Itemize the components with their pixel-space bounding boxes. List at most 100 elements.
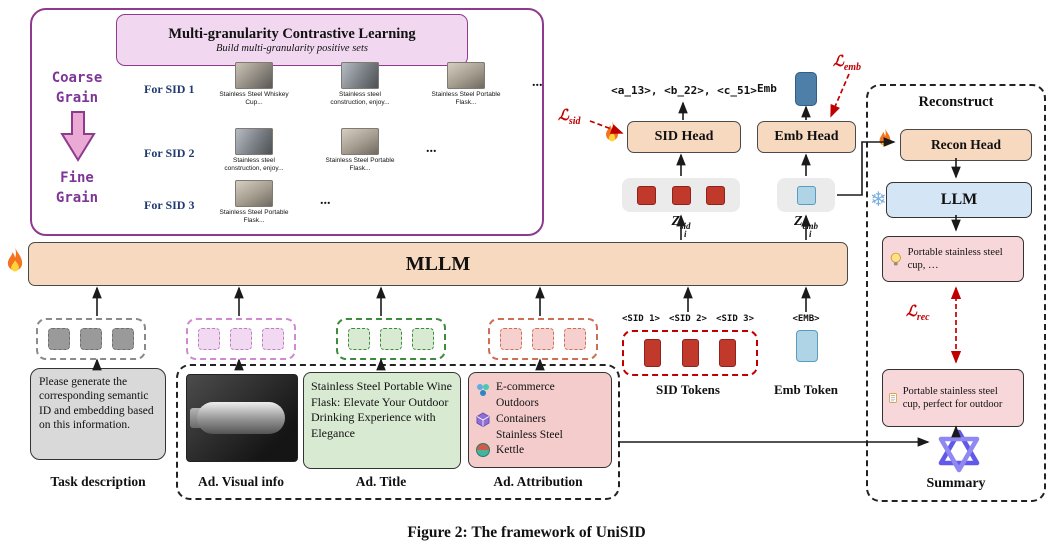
sample-caption: Stainless Steel Whiskey Cup... <box>219 91 289 106</box>
sid-head-box: SID Head <box>627 121 741 153</box>
product-thumbnail <box>447 62 485 89</box>
sample-card: Stainless Steel Portable Flask... <box>214 180 294 225</box>
emb-head-box: Emb Head <box>757 121 856 153</box>
flame-icon <box>606 120 618 142</box>
sample-card: Stainless Steel Portable Flask... <box>320 128 400 173</box>
positive-set-row-3: Stainless Steel Portable Flask... ... <box>214 180 544 225</box>
generated-text: Portable stainless steel cup, … <box>907 246 1003 271</box>
task-token <box>48 328 70 350</box>
z-emb-token <box>796 185 816 205</box>
title-token-group <box>336 318 446 360</box>
emb-output-label: Emb <box>757 82 777 95</box>
positive-set-row-2: Stainless steel construction, enjoy... S… <box>214 128 544 173</box>
ad-title-box: Stainless Steel Portable Wine Flask: Ele… <box>303 372 461 469</box>
category-cluster-icon <box>477 384 489 396</box>
mgcl-title: Multi-granularity Contrastive Learning <box>168 26 416 42</box>
attribution-item: Kettle <box>496 444 525 457</box>
recon-head-box: Recon Head <box>900 129 1032 161</box>
loss-rec-label: ℒrec <box>906 302 930 323</box>
title-token <box>412 328 434 350</box>
attribution-token-group <box>488 318 598 360</box>
sid2-token-label: <SID 2> <box>669 314 707 324</box>
visual-token-group <box>186 318 296 360</box>
reconstruct-title: Reconstruct <box>918 94 994 110</box>
z-sid-base: Z <box>671 214 681 229</box>
mgcl-header: Multi-granularity Contrastive Learning B… <box>116 14 468 66</box>
positive-set-row-1: Stainless Steel Whiskey Cup... Stainless… <box>214 62 544 107</box>
visual-token <box>262 328 284 350</box>
emb-token <box>796 330 818 362</box>
row-ellipsis: ... <box>426 141 437 156</box>
product-thumbnail <box>341 128 379 155</box>
sid-token <box>644 339 662 367</box>
figure-caption: Figure 2: The framework of UniSID <box>407 524 646 541</box>
sample-caption: Stainless Steel Portable Flask... <box>325 157 395 172</box>
row-ellipsis: ... <box>320 193 331 208</box>
loss-rec-sub: rec <box>916 312 930 323</box>
z-emb-sub: i <box>809 229 812 240</box>
title-token <box>348 328 370 350</box>
llm-label: LLM <box>940 191 978 208</box>
cube-icon <box>476 411 490 427</box>
row-label-sid1: For SID 1 <box>144 82 195 96</box>
z-sid-token <box>671 185 691 205</box>
loss-emb-arrow <box>830 73 850 118</box>
task-token <box>112 328 134 350</box>
sample-card: Stainless steel construction, enjoy... <box>320 62 400 107</box>
snowflake-icon: ❄ <box>870 187 887 211</box>
attribution-item: E-commerce <box>496 381 555 393</box>
sample-card: Stainless steel construction, enjoy... <box>214 128 294 173</box>
sample-caption: Stainless Steel Portable Flask... <box>431 91 501 106</box>
memo-icon <box>889 393 897 403</box>
sample-caption: Stainless steel construction, enjoy... <box>224 157 284 172</box>
llm-box: LLM <box>886 182 1032 218</box>
z-emb-container <box>777 178 835 212</box>
flask-body-shape <box>196 401 285 435</box>
task-description-label: Task description <box>50 474 146 489</box>
sample-caption: Stainless Steel Portable Flask... <box>219 209 289 224</box>
row-label-sid2: For SID 2 <box>144 146 195 160</box>
task-token <box>80 328 102 350</box>
flame-icon <box>879 127 891 147</box>
coarse-to-fine-arrow-icon <box>60 111 96 162</box>
sample-card: Stainless Steel Portable Flask... <box>426 62 506 107</box>
z-sid-sub: i <box>684 229 687 240</box>
sample-card: Stainless Steel Whiskey Cup... <box>214 62 294 107</box>
sid-output-text: <a_13>, <b_22>, <c_51> <box>611 84 757 97</box>
globe-icon <box>476 443 490 457</box>
ad-attribution-label: Ad. Attribution <box>493 474 583 489</box>
lightbulb-icon <box>890 252 901 265</box>
task-token-group <box>36 318 146 360</box>
attribution-token <box>500 328 522 350</box>
loss-emb-sub: emb <box>843 62 862 73</box>
loss-rec-symbol: ℒ <box>906 304 917 320</box>
attribution-item: Outdoors <box>496 396 539 409</box>
emb-token-caption: Emb Token <box>774 382 838 397</box>
visual-token <box>230 328 252 350</box>
sid-head-label: SID Head <box>654 129 714 144</box>
attribution-token <box>532 328 554 350</box>
sample-caption: Stainless steel construction, enjoy... <box>330 91 390 106</box>
sid1-token-label: <SID 1> <box>622 314 660 324</box>
z-sid-container <box>622 178 740 212</box>
loss-sid-label: ℒsid <box>558 106 580 127</box>
sid-token <box>681 339 699 367</box>
ad-visual-label: Ad. Visual info <box>198 474 284 489</box>
sid-token <box>718 339 736 367</box>
reconstruct-panel: Reconstruct Recon Head ❄ LLM Portable st… <box>866 84 1046 502</box>
sid3-token-label: <SID 3> <box>716 314 754 324</box>
task-description-box: Please generate the corresponding semant… <box>30 368 166 460</box>
coarse-grain-label: Coarse Grain <box>51 70 103 107</box>
z-sid-token <box>637 185 657 205</box>
row-label-sid3: For SID 3 <box>144 198 195 212</box>
product-thumbnail <box>235 128 273 155</box>
loss-sid-symbol: ℒ <box>558 108 569 124</box>
attribution-item: Stainless Steel <box>496 428 563 441</box>
product-thumbnail <box>235 62 273 89</box>
mllm-box: MLLM <box>28 242 848 286</box>
attribution-list: E-commerce Outdoors Containers Stainless… <box>496 380 563 460</box>
sid-tokens-caption: SID Tokens <box>656 382 720 397</box>
